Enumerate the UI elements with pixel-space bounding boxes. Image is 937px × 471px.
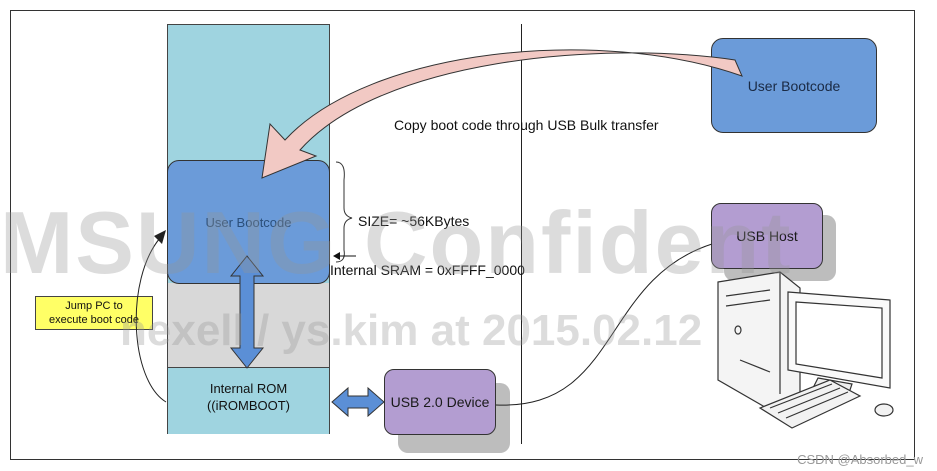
sram-pointer-head [333, 252, 340, 260]
divider-line [521, 24, 522, 444]
diagram-frame [10, 10, 915, 460]
internal-rom-block [168, 367, 329, 434]
vertical-double-arrow [229, 255, 265, 369]
user-bootcode-box-left: User Bootcode [167, 160, 330, 284]
jump-note-line-2: execute boot code [49, 314, 139, 326]
horizontal-double-arrow [331, 386, 385, 418]
jump-pc-note: Jump PC to execute boot code [35, 296, 153, 330]
computer-mouse-icon [874, 403, 894, 417]
rom-line-1: Internal ROM [209, 381, 288, 396]
jump-pc-arrowhead [154, 230, 166, 244]
copy-label: Copy boot code through USB Bulk transfer [394, 117, 659, 133]
size-brace [335, 161, 353, 263]
usb-device-box: USB 2.0 Device [384, 369, 496, 435]
computer-keyboard-icon [758, 379, 862, 429]
jump-note-line-1: Jump PC to [65, 300, 123, 312]
user-bootcode-box-right: User Bootcode [711, 38, 877, 133]
usb-host-box: USB Host [711, 203, 823, 269]
internal-rom-label: Internal ROM ((iROMBOOT) [168, 380, 329, 414]
watermark-sub: nexell / ys.kim at 2015.02.12 [120, 306, 703, 355]
csdn-credit: CSDN @Absorbed_w [797, 452, 923, 467]
jump-pc-curve [135, 237, 167, 403]
sram-address-label: Internal SRAM = 0xFFFF_0000 [330, 262, 525, 278]
rom-line-2: ((iROMBOOT) [206, 398, 291, 413]
size-label: SIZE= ~56KBytes [358, 213, 470, 229]
usb-cable [495, 243, 713, 406]
copy-arrow [261, 49, 743, 179]
watermark-main: MSUNG Confident [0, 193, 793, 292]
computer-illustration [717, 271, 894, 429]
